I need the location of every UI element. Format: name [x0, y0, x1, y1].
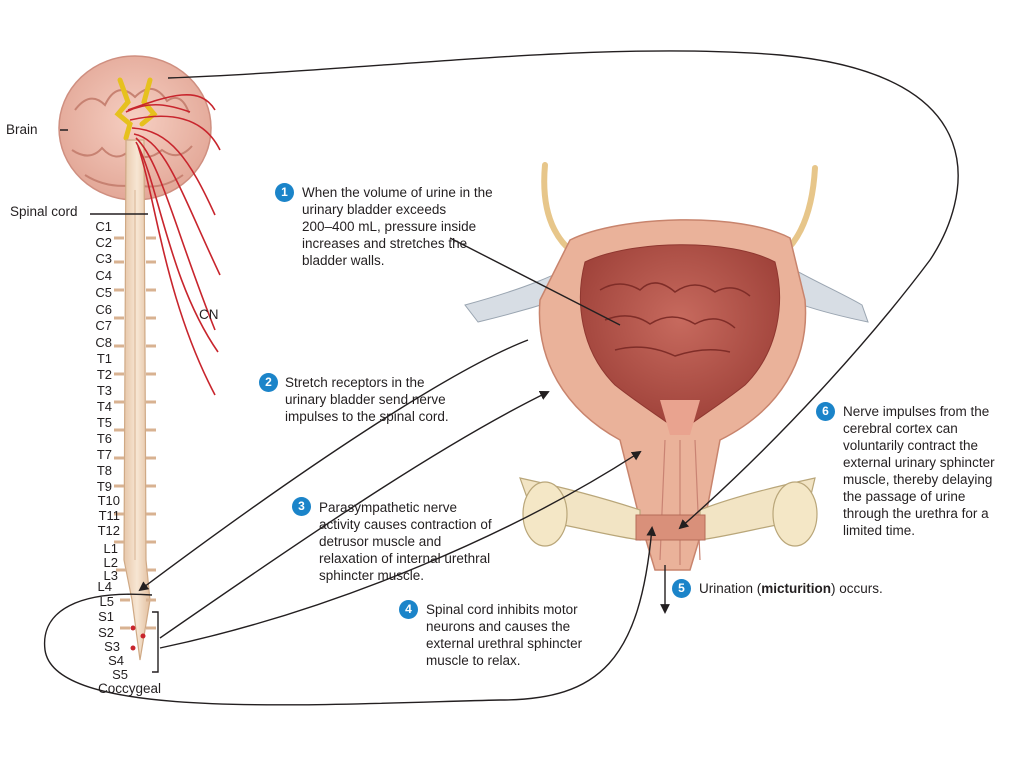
segment-label: S1 [98, 609, 114, 624]
segment-label: T5 [96, 415, 112, 430]
step-number-badge: 6 [816, 402, 835, 421]
cranial-nerves-image [125, 93, 221, 396]
step-number-badge: 3 [292, 497, 311, 516]
segment-label: C7 [95, 318, 112, 333]
segment-label: C6 [95, 302, 112, 317]
step-number-badge: 2 [259, 373, 278, 392]
segment-label: C2 [95, 235, 112, 250]
step-text: Spinal cord inhibits motor neurons and c… [426, 602, 583, 668]
step-text: Nerve impulses from the cerebral cortex … [843, 404, 995, 538]
segment-label: T4 [96, 399, 112, 414]
step-text: When the volume of urine in the urinary … [302, 185, 493, 268]
step-text-post: ) occurs. [831, 581, 883, 596]
segment-label: T2 [96, 367, 112, 382]
nerve-pathway-lines [43, 50, 959, 706]
segment-label: T11 [98, 508, 120, 523]
segment-label: T3 [96, 383, 112, 398]
segment-label: S5 [112, 667, 128, 682]
step-text-pre: Urination ( [699, 581, 762, 596]
step-4-text: Spinal cord inhibits motor neurons and c… [426, 601, 582, 669]
segment-label: C5 [95, 285, 112, 300]
segment-label: L3 [103, 568, 118, 583]
segment-label: L2 [103, 555, 118, 570]
segment-label: T7 [96, 447, 112, 462]
step-1-text: When the volume of urine in the urinary … [302, 184, 493, 269]
segment-label: T9 [96, 479, 112, 494]
step-5-text: Urination (micturition) occurs. [699, 580, 883, 597]
segment-label: C3 [95, 251, 112, 266]
spinal-cord-label: Spinal cord [10, 204, 78, 219]
segment-label: S4 [108, 653, 124, 668]
segment-label: S3 [104, 639, 120, 654]
step-2-text: Stretch receptors in the urinary bladder… [285, 374, 449, 425]
segment-label: L1 [103, 541, 118, 556]
step-text: Stretch receptors in the urinary bladder… [285, 375, 449, 424]
step-3-text: Parasympathetic nerve activity causes co… [319, 499, 492, 584]
segment-label: T12 [97, 523, 120, 538]
cn-label: CN [199, 307, 219, 322]
segment-label: L4 [97, 579, 112, 594]
step-number-badge: 5 [672, 579, 691, 598]
segment-label: L5 [99, 594, 114, 609]
step-number-badge: 4 [399, 600, 418, 619]
step-text-bold: micturition [761, 581, 832, 596]
step-number-badge: 1 [275, 183, 294, 202]
segment-label: T6 [96, 431, 112, 446]
step-6-text: Nerve impulses from the cerebral cortex … [843, 403, 995, 539]
coccygeal-label: Coccygeal [98, 681, 162, 696]
segment-label: C8 [95, 335, 112, 350]
segment-label: C4 [95, 268, 112, 283]
brain-label: Brain [6, 122, 38, 137]
segment-label: C1 [95, 219, 112, 234]
segment-label: T1 [96, 351, 112, 366]
segment-label: S2 [98, 625, 114, 640]
pelvic-bone-image [519, 477, 818, 547]
spinal-cord-image [114, 139, 156, 661]
segment-label: T8 [96, 463, 112, 478]
segment-label: T10 [97, 493, 120, 508]
step-text: Parasympathetic nerve activity causes co… [319, 500, 492, 583]
urinary-bladder-image [464, 162, 869, 571]
